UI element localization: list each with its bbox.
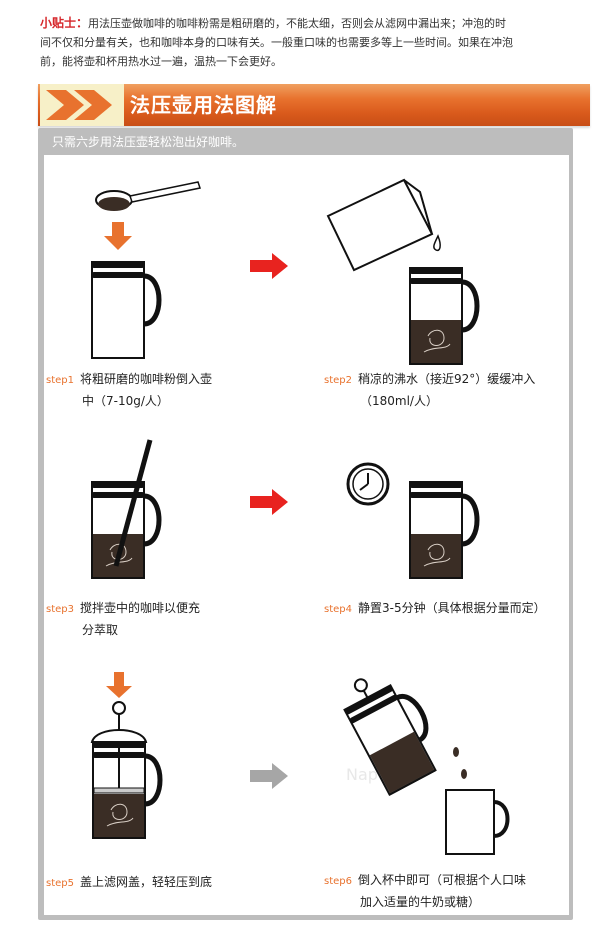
- step2-line-1: 稍凉的沸水（接近92°）缓缓冲入: [358, 372, 536, 386]
- press-pot-icon: [410, 268, 477, 364]
- step3-tag: step3: [46, 604, 74, 615]
- step1-illustration: [92, 181, 201, 358]
- step5-illustration: [92, 672, 160, 838]
- cup-icon: [445, 789, 510, 855]
- watermark-text: Nap: [346, 765, 378, 784]
- step4-illustration: [346, 462, 477, 578]
- tip-line-3: 前，能将壶和杯用热水过一遍，温热一下会更好。: [40, 55, 282, 68]
- step5-line-1: 盖上滤网盖，轻轻压到底: [80, 875, 213, 889]
- red-arrow-icon: [250, 253, 288, 279]
- step6-tag: step6: [324, 876, 352, 887]
- step3-illustration: [92, 439, 159, 578]
- step6-illustration: Nap: [335, 661, 510, 855]
- plunger-knob-icon: [112, 701, 126, 715]
- jug-icon: [326, 178, 434, 272]
- step4-line-1: 静置3-5分钟（具体根据分量而定）: [358, 601, 546, 615]
- step3-line-1: 搅拌壶中的咖啡以便充: [80, 601, 201, 615]
- step2-line-2: （180ml/人）: [360, 394, 438, 408]
- step1-tag: step1: [46, 375, 74, 386]
- tip-line-1: 用法压壶做咖啡的咖啡粉需是粗研磨的，不能太细，否则会从滤网中漏出来；冲泡的时: [88, 17, 507, 30]
- step2-caption: step2 稍凉的沸水（接近92°）缓缓冲入 （180ml/人）: [324, 369, 574, 411]
- frame-subtitle: 只需六步用法压壶轻松泡出好咖啡。: [52, 135, 245, 149]
- coffee-drop-icon: [453, 747, 459, 757]
- step1-line-2: 中（7-10g/人）: [82, 394, 169, 408]
- step4-tag: step4: [324, 604, 352, 615]
- step5-tag: step5: [46, 878, 74, 889]
- step1-line-1: 将粗研磨的咖啡粉倒入壶: [80, 372, 213, 386]
- step6-line-1: 倒入杯中即可（可根据个人口味: [358, 873, 527, 887]
- tip-label: 小贴士：: [40, 16, 89, 30]
- down-arrow-icon: [106, 672, 132, 698]
- down-arrow-icon: [104, 222, 132, 250]
- press-pot-icon: [410, 482, 477, 578]
- step2-illustration: [326, 178, 477, 364]
- press-pot-icon: [92, 262, 159, 358]
- section-banner: [38, 84, 590, 126]
- tip-line-2: 间不仅和分量有关，也和咖啡本身的口味有关。一般重口味的也需要多等上一些时间。如果…: [40, 36, 513, 49]
- gray-arrow-icon: [250, 763, 288, 789]
- step5-caption: step5 盖上滤网盖，轻轻压到底: [46, 872, 256, 894]
- banner-title: 法压壶用法图解: [130, 93, 277, 117]
- step2-tag: step2: [324, 375, 352, 386]
- stir-stick-icon: [113, 439, 153, 567]
- step4-caption: step4 静置3-5分钟（具体根据分量而定）: [324, 598, 574, 620]
- banner-chevron-icon: [40, 84, 124, 126]
- step6-caption: step6 倒入杯中即可（可根据个人口味 加入适量的牛奶或糖）: [324, 870, 574, 912]
- step3-caption: step3 搅拌壶中的咖啡以便充 分萃取: [46, 598, 256, 640]
- tip-paragraph: 小贴士：用法压壶做咖啡的咖啡粉需是粗研磨的，不能太细，否则会从滤网中漏出来；冲泡…: [40, 14, 560, 71]
- step3-line-2: 分萃取: [82, 623, 119, 637]
- red-arrow-icon: [250, 489, 288, 515]
- coffee-drop-icon: [461, 769, 467, 779]
- press-pot-icon: [335, 661, 449, 795]
- step1-caption: step1 将粗研磨的咖啡粉倒入壶 中（7-10g/人）: [46, 369, 256, 411]
- clock-icon: [346, 462, 390, 506]
- water-drop-icon: [433, 234, 441, 252]
- step6-line-2: 加入适量的牛奶或糖）: [360, 895, 481, 909]
